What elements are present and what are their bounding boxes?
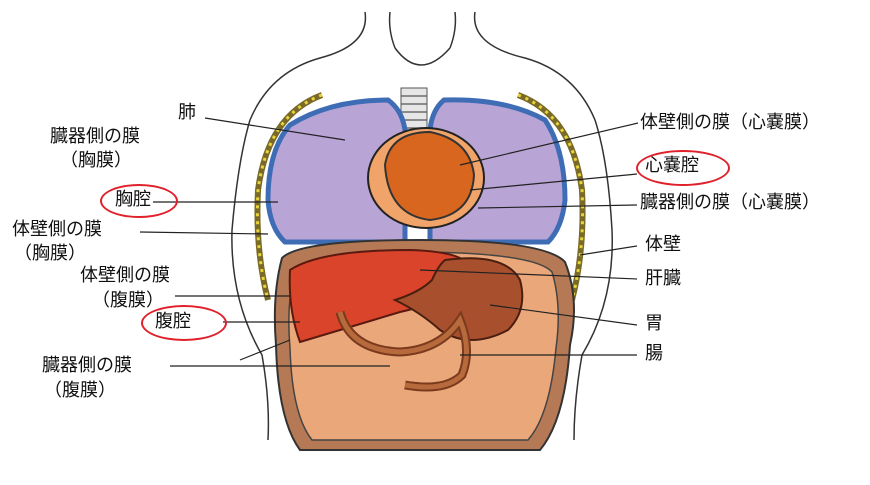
label-visceral-pleura-paren: （胸膜）: [60, 150, 132, 172]
label-parietal-pericardium: 体壁側の膜（心嚢膜）: [640, 112, 820, 134]
label-thoracic-cavity: 胸腔: [115, 189, 151, 211]
label-liver: 肝臓: [645, 268, 681, 290]
label-parietal-peritoneum-paren: （腹膜）: [92, 290, 164, 312]
label-stomach: 胃: [645, 313, 663, 335]
heart: [368, 128, 484, 228]
label-parietal-pleura: 体壁側の膜: [12, 219, 102, 241]
label-visceral-pleura: 臓器側の膜: [50, 126, 140, 148]
label-abdominal-cavity: 腹腔: [155, 311, 191, 333]
label-intestine: 腸: [645, 343, 663, 365]
label-visceral-peritoneum-paren: （腹膜）: [44, 380, 116, 402]
label-parietal-pleura-paren: （胸膜）: [14, 243, 86, 265]
label-visceral-peritoneum: 臓器側の膜: [42, 355, 132, 377]
label-parietal-peritoneum: 体壁側の膜: [80, 265, 170, 287]
label-visceral-pericardium: 臓器側の膜（心嚢膜）: [640, 192, 820, 214]
label-body-wall: 体壁: [645, 234, 681, 256]
label-lung: 肺: [178, 102, 196, 124]
label-pericardial-cavity: 心嚢腔: [645, 155, 699, 177]
